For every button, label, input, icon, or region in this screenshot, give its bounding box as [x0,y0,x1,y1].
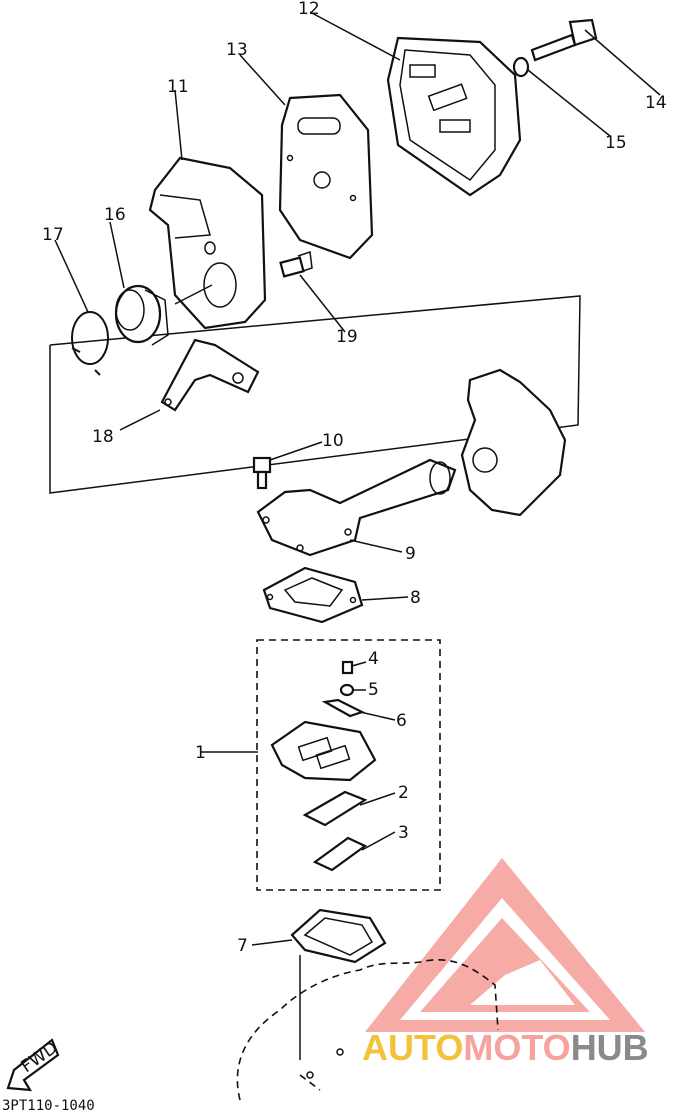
label-part-9: 9 [405,544,416,564]
leader-lines [54,11,661,1060]
watermark-auto: AUTO [362,1027,463,1068]
screw-4 [341,660,354,675]
air-cleaner-case [148,156,267,330]
engine-case-outline [236,958,499,1101]
label-part-17: 17 [42,225,64,245]
diagram-code: 3PT110-1040 [2,1098,95,1112]
intake-joint [114,284,169,346]
screw-10 [252,456,272,490]
label-part-19: 19 [336,327,358,347]
bolt-hole [336,1048,344,1056]
air-cleaner-cover [386,36,522,197]
engine-silhouette [460,368,567,517]
stopper-6 [321,698,365,718]
label-part-10: 10 [322,431,344,451]
washer [512,56,530,78]
watermark-moto: MOTO [463,1027,570,1068]
reed-2 [302,790,368,827]
watermark-hub: HUB [571,1027,649,1068]
assembly-boundary-line [49,295,581,494]
gasket-7 [290,908,387,964]
label-part-12: 12 [298,0,320,19]
label-part-3: 3 [398,823,409,843]
filter-element [278,93,374,260]
label-part-1: 1 [195,743,206,763]
label-part-4: 4 [368,649,379,669]
label-part-6: 6 [396,711,407,731]
label-part-5: 5 [368,680,379,700]
watermark-logo [365,858,645,1032]
bracket [160,338,260,412]
watermark-text-auto: AUTOMOTOHUB [362,1027,649,1068]
bolt-hole [306,1071,314,1079]
intake-manifold [256,458,457,557]
fwd-label: FWD [17,1038,61,1077]
label-part-13: 13 [226,40,248,60]
label-part-11: 11 [167,77,189,97]
hose-clamp [71,311,109,376]
label-part-18: 18 [92,427,114,447]
engine-port [472,447,498,473]
label-part-8: 8 [410,588,421,608]
bolt-19 [279,250,313,278]
label-part-14: 14 [645,93,667,113]
bolt-14 [530,18,598,62]
label-part-7: 7 [237,936,248,956]
label-part-15: 15 [605,133,627,153]
reed-valve [270,720,377,782]
label-part-16: 16 [104,205,126,225]
fwd-arrow [6,1038,60,1092]
washer-5 [339,683,355,697]
reed-3 [312,836,368,872]
gasket-8 [262,566,364,624]
label-part-2: 2 [398,783,409,803]
